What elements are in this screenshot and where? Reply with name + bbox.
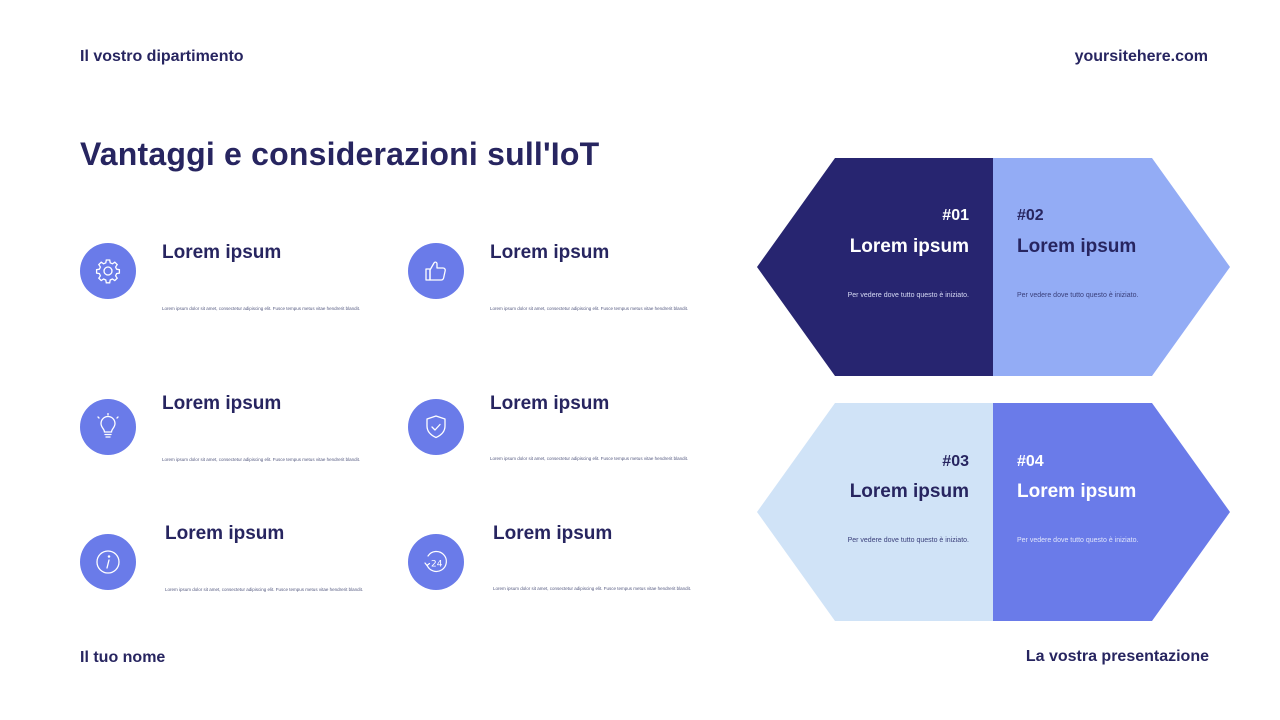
card-title: Lorem ipsum — [1017, 236, 1137, 257]
card-subtitle: Per vedere dove tutto questo è iniziato. — [847, 292, 969, 299]
feature-icon-circle — [408, 243, 464, 299]
card-number: #01 — [942, 207, 969, 224]
feature-description: Lorem ipsum dolor sit amet, consectetur … — [490, 306, 689, 311]
department-label: Il vostro dipartimento — [80, 48, 244, 65]
feature-title: Lorem ipsum — [493, 523, 613, 544]
card-number: #02 — [1017, 207, 1044, 224]
card-number: #03 — [942, 453, 969, 470]
card-subtitle: Per vedere dove tutto questo è iniziato. — [847, 537, 969, 544]
24-hours-icon: 24 — [424, 550, 447, 573]
lightbulb-icon — [97, 413, 119, 438]
feature-icon-circle — [80, 534, 136, 590]
svg-text:24: 24 — [431, 560, 443, 570]
thumbs-up-icon — [425, 261, 446, 281]
card-subtitle: Per vedere dove tutto questo è iniziato. — [1017, 292, 1139, 299]
info-icon — [96, 550, 120, 574]
feature-description: Lorem ipsum dolor sit amet, consectetur … — [162, 306, 361, 311]
website-label: yoursitehere.com — [1074, 48, 1208, 65]
card-title: Lorem ipsum — [849, 236, 969, 257]
slide-title: Vantaggi e considerazioni sull'IoT — [80, 136, 600, 172]
gear-icon — [95, 259, 121, 284]
feature-icon-circle — [80, 243, 136, 299]
feature-description: Lorem ipsum dolor sit amet, consectetur … — [490, 456, 689, 461]
feature-description: Lorem ipsum dolor sit amet, consectetur … — [162, 457, 361, 462]
card-shape-1 — [757, 158, 995, 376]
card-subtitle: Per vedere dove tutto questo è iniziato. — [1017, 537, 1139, 544]
feature-title: Lorem ipsum — [162, 242, 282, 263]
feature-title: Lorem ipsum — [490, 242, 610, 263]
feature-icon-circle: 24 — [408, 534, 464, 590]
feature-icon-circle — [80, 399, 136, 455]
card-number: #04 — [1017, 453, 1044, 470]
feature-icon-circle — [408, 399, 464, 455]
feature-title: Lorem ipsum — [490, 393, 610, 414]
feature-description: Lorem ipsum dolor sit amet, consectetur … — [493, 586, 692, 591]
card-shape-4 — [993, 403, 1230, 621]
feature-title: Lorem ipsum — [162, 393, 282, 414]
presenter-name: Il tuo nome — [80, 649, 166, 666]
feature-description: Lorem ipsum dolor sit amet, consectetur … — [165, 587, 364, 592]
card-shape-2 — [993, 158, 1230, 376]
presentation-name: La vostra presentazione — [1025, 648, 1209, 665]
card-title: Lorem ipsum — [849, 481, 969, 502]
feature-title: Lorem ipsum — [165, 523, 285, 544]
card-shape-3 — [757, 403, 995, 621]
shield-check-icon — [426, 415, 446, 439]
card-title: Lorem ipsum — [1017, 481, 1137, 502]
